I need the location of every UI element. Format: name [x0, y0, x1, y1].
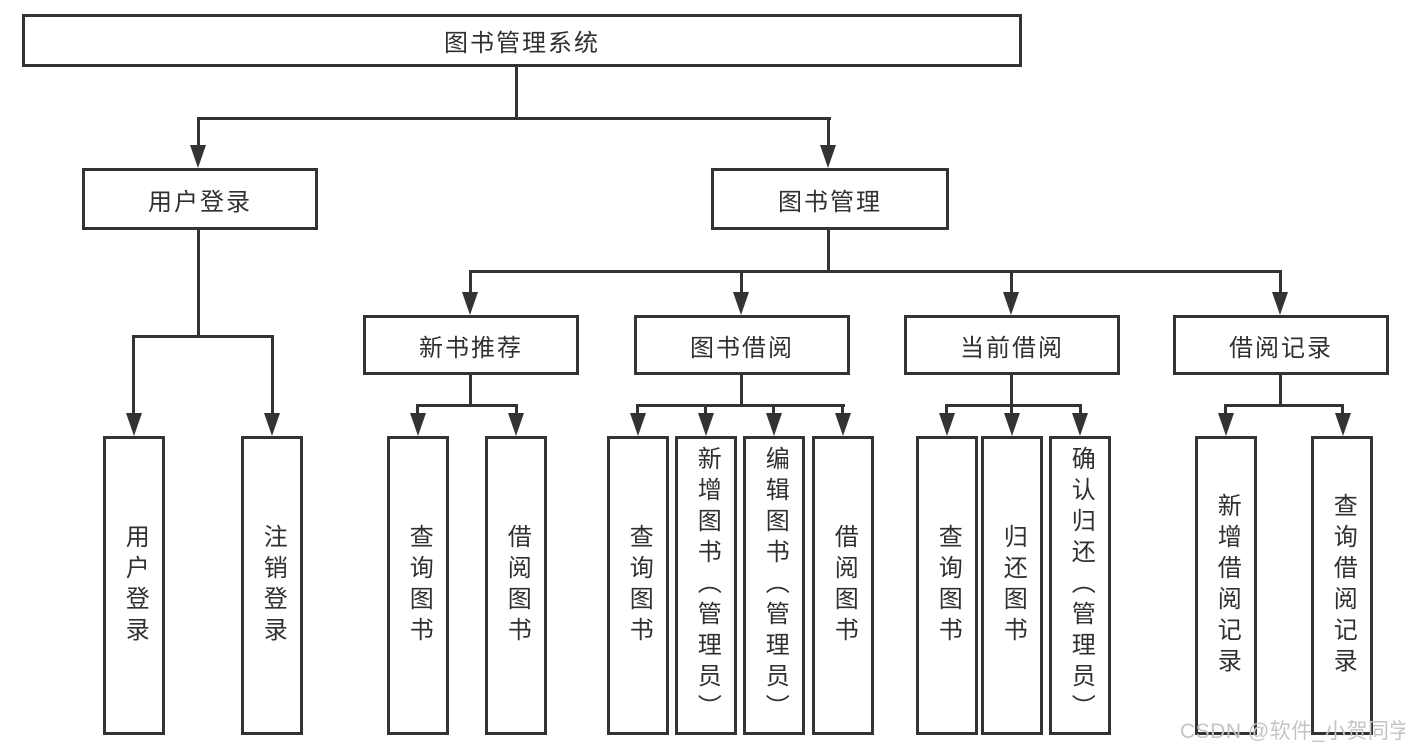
- leaf-query-books-current-label: 查询图书: [934, 523, 962, 648]
- connector-vline: [841, 404, 844, 415]
- arrowhead-down-icon: [820, 145, 836, 168]
- connector-vline: [1010, 270, 1013, 294]
- node-new-book-recommend-label: 新书推荐: [419, 334, 523, 362]
- connector-vline: [469, 375, 472, 406]
- leaf-user-login: 用户登录: [103, 436, 165, 735]
- leaf-borrow-books-recommend-label: 借阅图书: [503, 523, 531, 648]
- connector-vline: [515, 404, 518, 415]
- connector-vline: [704, 404, 707, 415]
- arrowhead-down-icon: [1335, 413, 1351, 436]
- connector-vline: [1010, 375, 1013, 406]
- leaf-user-login-label: 用户登录: [121, 523, 149, 648]
- arrowhead-down-icon: [1003, 292, 1019, 315]
- leaf-add-books-admin-label: 新增图书（管理员）: [693, 446, 721, 725]
- node-book-borrow: 图书借阅: [634, 315, 850, 375]
- leaf-edit-books-admin-label: 编辑图书（管理员）: [761, 446, 789, 725]
- connector-hline: [469, 270, 1282, 273]
- leaf-borrow-books-label: 借阅图书: [830, 523, 858, 648]
- leaf-query-books-recommend-label: 查询图书: [405, 523, 433, 648]
- connector-vline: [1010, 404, 1013, 415]
- leaf-return-books-label: 归还图书: [999, 523, 1027, 648]
- connector-vline: [827, 117, 830, 147]
- arrowhead-down-icon: [410, 413, 426, 436]
- connector-hline: [945, 404, 1082, 407]
- node-user-login-label: 用户登录: [148, 188, 252, 216]
- connector-vline: [1279, 375, 1282, 406]
- connector-hline: [132, 335, 274, 338]
- arrowhead-down-icon: [766, 413, 782, 436]
- connector-vline: [827, 230, 830, 272]
- leaf-add-books-admin: 新增图书（管理员）: [675, 436, 737, 735]
- connector-vline: [197, 230, 200, 337]
- arrowhead-down-icon: [508, 413, 524, 436]
- connector-vline: [416, 404, 419, 415]
- connector-vline: [132, 335, 135, 415]
- leaf-query-borrow-record-label: 查询借阅记录: [1329, 492, 1357, 679]
- node-borrow-records-label: 借阅记录: [1229, 334, 1333, 362]
- connector-vline: [740, 375, 743, 406]
- node-user-login: 用户登录: [82, 168, 318, 230]
- node-new-book-recommend: 新书推荐: [363, 315, 579, 375]
- connector-vline: [945, 404, 948, 415]
- arrowhead-down-icon: [733, 292, 749, 315]
- connector-hline: [416, 404, 518, 407]
- leaf-return-books: 归还图书: [981, 436, 1043, 735]
- arrowhead-down-icon: [264, 413, 280, 436]
- arrowhead-down-icon: [1072, 413, 1088, 436]
- connector-hline: [197, 117, 831, 120]
- arrowhead-down-icon: [939, 413, 955, 436]
- connector-vline: [1341, 404, 1344, 415]
- leaf-logout-label: 注销登录: [259, 523, 287, 648]
- leaf-add-borrow-record: 新增借阅记录: [1195, 436, 1257, 735]
- connector-vline: [740, 270, 743, 294]
- node-borrow-records: 借阅记录: [1173, 315, 1389, 375]
- leaf-borrow-books: 借阅图书: [812, 436, 874, 735]
- arrowhead-down-icon: [462, 292, 478, 315]
- node-root-label: 图书管理系统: [444, 30, 600, 57]
- watermark: CSDN @软件_小贺同学: [1180, 720, 1405, 743]
- connector-hline: [636, 404, 845, 407]
- leaf-query-books-current: 查询图书: [916, 436, 978, 735]
- arrowhead-down-icon: [1272, 292, 1288, 315]
- node-root: 图书管理系统: [22, 14, 1022, 67]
- connector-vline: [197, 117, 200, 147]
- connector-vline: [1079, 404, 1082, 415]
- arrowhead-down-icon: [1004, 413, 1020, 436]
- node-current-borrow-label: 当前借阅: [960, 334, 1064, 362]
- connector-vline: [271, 335, 274, 415]
- leaf-query-books-recommend: 查询图书: [387, 436, 449, 735]
- arrowhead-down-icon: [1218, 413, 1234, 436]
- leaf-query-books-borrow: 查询图书: [607, 436, 669, 735]
- node-book-borrow-label: 图书借阅: [690, 334, 794, 362]
- node-current-borrow: 当前借阅: [904, 315, 1120, 375]
- leaf-query-books-borrow-label: 查询图书: [625, 523, 653, 648]
- arrowhead-down-icon: [126, 413, 142, 436]
- arrowhead-down-icon: [190, 145, 206, 168]
- leaf-edit-books-admin: 编辑图书（管理员）: [743, 436, 805, 735]
- leaf-logout: 注销登录: [241, 436, 303, 735]
- connector-hline: [1224, 404, 1344, 407]
- connector-vline: [1279, 270, 1282, 294]
- connector-vline: [1224, 404, 1227, 415]
- connector-vline: [636, 404, 639, 415]
- node-book-management-label: 图书管理: [778, 188, 882, 216]
- node-book-management: 图书管理: [711, 168, 949, 230]
- arrowhead-down-icon: [698, 413, 714, 436]
- leaf-confirm-return-admin-label: 确认归还（管理员）: [1067, 446, 1095, 725]
- arrowhead-down-icon: [630, 413, 646, 436]
- leaf-confirm-return-admin: 确认归还（管理员）: [1049, 436, 1111, 735]
- connector-vline: [515, 67, 518, 119]
- leaf-query-borrow-record: 查询借阅记录: [1311, 436, 1373, 735]
- leaf-add-borrow-record-label: 新增借阅记录: [1213, 492, 1241, 679]
- connector-vline: [772, 404, 775, 415]
- leaf-borrow-books-recommend: 借阅图书: [485, 436, 547, 735]
- arrowhead-down-icon: [835, 413, 851, 436]
- connector-vline: [469, 270, 472, 294]
